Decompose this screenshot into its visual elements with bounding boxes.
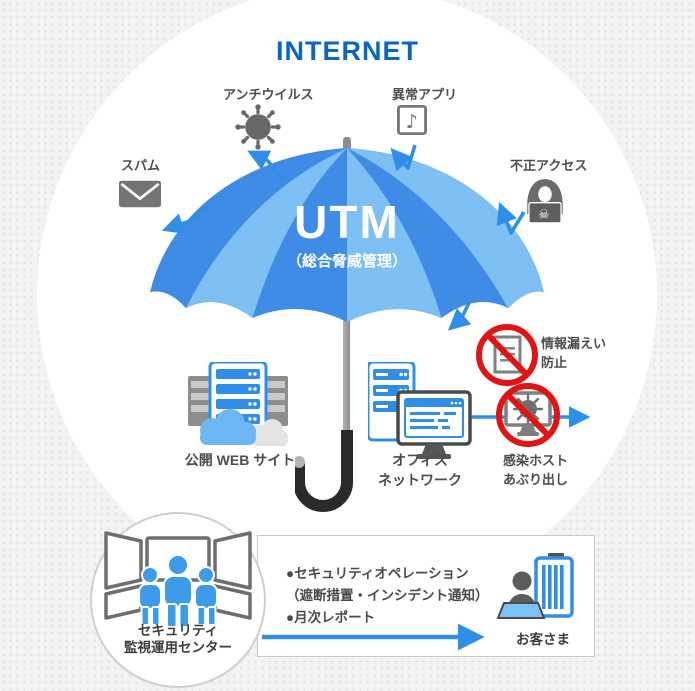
page-title: INTERNET — [276, 36, 419, 66]
no-infected-host-icon — [493, 381, 563, 456]
soc-service-line-1: ●セキュリティオペレーション — [286, 566, 469, 581]
soc-center-label-line2: 監視運用センター — [124, 640, 232, 655]
office-network-icon — [366, 360, 473, 467]
info-leak-label-line1: 情報漏えい — [541, 336, 607, 351]
spam-label: スパム — [121, 158, 161, 173]
hacker-icon: ☠ — [518, 176, 572, 231]
envelope-icon — [118, 180, 162, 213]
public-web-label: 公開 WEB サイト — [184, 452, 296, 468]
info-leak-label-line2: 防止 — [541, 355, 568, 370]
office-network-label-line2: ネットワーク — [378, 472, 462, 488]
svg-text:☠: ☠ — [538, 207, 549, 222]
umbrella-handle — [293, 424, 375, 520]
info-leak-label: 情報漏えい 防止 — [541, 333, 606, 371]
infected-host-label-line2: あぶり出し — [503, 472, 569, 487]
virus-icon — [234, 103, 282, 156]
web-servers-icon — [188, 360, 288, 455]
utm-subtitle: （総合脅威管理） — [286, 253, 407, 270]
soc-service-line-3: ●月次レポート — [286, 610, 376, 625]
infected-host-label: 感染ホスト あぶり出し — [503, 450, 568, 488]
unauthorized-access-label: 不正アクセス — [510, 158, 588, 173]
svg-text:♪: ♪ — [406, 110, 418, 133]
customer-icon — [496, 553, 580, 627]
antivirus-label: アンチウイルス — [223, 87, 314, 102]
soc-center-label-line1: セキュリティ — [137, 623, 219, 638]
soc-service-line-2: （遮断措置・インシデント通知） — [286, 588, 489, 603]
office-network-label-line1: オフィス — [392, 452, 448, 468]
infected-host-label-line1: 感染ホスト — [503, 453, 569, 468]
utm-title: UTM — [294, 196, 400, 248]
office-network-label: オフィス ネットワーク — [370, 450, 470, 490]
umbrella-canopy — [148, 137, 546, 327]
no-document-icon — [474, 322, 540, 393]
customer-label: お客さま — [516, 632, 570, 647]
app-note-icon: ♪ — [396, 104, 428, 141]
abnormal-app-label: 異常アプリ — [392, 87, 458, 102]
monitoring-center-icon — [103, 530, 253, 640]
